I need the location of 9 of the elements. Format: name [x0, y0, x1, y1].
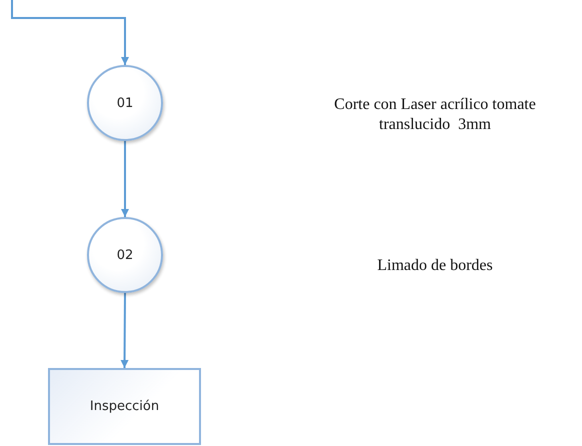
- process-box: [48, 368, 201, 445]
- arrow: [121, 141, 129, 217]
- arrow: [120, 293, 129, 368]
- step-description: Limado de bordes: [376, 256, 494, 276]
- step-description: Corte con Laser acrílico tomate translucido 3mm: [333, 95, 537, 135]
- node-label: Inspección: [90, 399, 160, 414]
- node-label: 01: [116, 96, 134, 110]
- arrow: [11, 0, 129, 65]
- node-label: 02: [116, 248, 134, 262]
